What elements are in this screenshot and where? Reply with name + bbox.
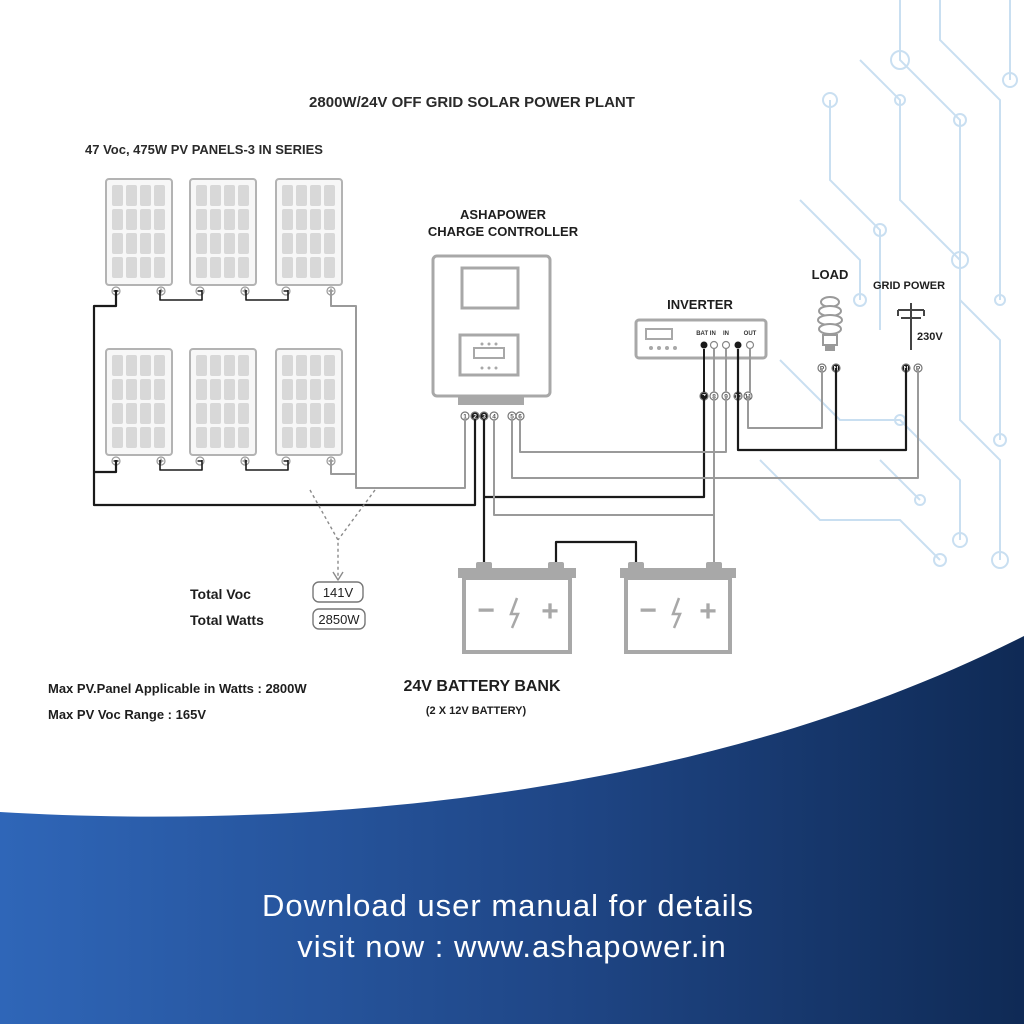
pv-panel-2 xyxy=(189,178,257,296)
charge-controller xyxy=(431,254,552,405)
battery-bank-subtitle: (2 X 12V BATTERY) xyxy=(426,705,527,717)
svg-text:6: 6 xyxy=(518,414,522,421)
svg-text:5: 5 xyxy=(510,414,514,421)
inverter xyxy=(634,318,768,360)
cfl-bulb-icon xyxy=(817,296,843,351)
svg-text:1: 1 xyxy=(463,414,467,421)
inverter-out-label: OUT xyxy=(744,331,757,337)
battery-2-plus-sign: + xyxy=(699,595,717,628)
battery-bank-title: 24V BATTERY BANK xyxy=(403,678,561,695)
controller-label-line2: CHARGE CONTROLLER xyxy=(428,224,579,239)
total-watts-value: 2850W xyxy=(318,612,360,627)
footer-line-2: visit now : www.ashapower.in xyxy=(297,929,726,964)
inverter-in-label: IN xyxy=(723,331,729,337)
battery-2 xyxy=(620,562,736,654)
pv-panel-6 xyxy=(275,348,343,466)
controller-label-line1: ASHAPOWER xyxy=(460,207,547,222)
svg-text:4: 4 xyxy=(492,414,496,421)
svg-text:3: 3 xyxy=(482,414,486,421)
footer-line-1: Download user manual for details xyxy=(262,888,754,923)
total-voc-value: 141V xyxy=(323,585,354,600)
battery-2-minus-sign: − xyxy=(639,594,657,627)
footer-wave-background xyxy=(0,636,1024,1024)
pv-panel-4 xyxy=(105,348,173,466)
pv-panel-1 xyxy=(105,178,173,296)
ctrlTerms-terminal-4: 4 xyxy=(489,411,499,421)
note-max-voc: Max PV Voc Range : 165V xyxy=(48,707,206,722)
total-watts-label: Total Watts xyxy=(190,612,264,628)
battery-1 xyxy=(458,562,576,654)
inverter-label: INVERTER xyxy=(667,297,733,312)
battery-1-plus-sign: + xyxy=(541,595,559,628)
note-max-watts: Max PV.Panel Applicable in Watts : 2800W xyxy=(48,681,307,696)
pv-panels-label: 47 Voc, 475W PV PANELS-3 IN SERIES xyxy=(85,142,323,157)
total-voc-label: Total Voc xyxy=(190,586,251,602)
svg-text:2: 2 xyxy=(473,414,477,421)
grid-power-label: GRID POWER xyxy=(873,280,945,292)
pv-panel-5 xyxy=(189,348,257,466)
ctrlTerms-terminal-2: 2 xyxy=(470,411,480,421)
inverter-bat-in-label: BAT IN xyxy=(696,331,716,337)
grid-voltage-label: 230V xyxy=(917,331,943,343)
utility-pole-icon xyxy=(897,303,925,350)
circuit-background-decoration xyxy=(759,0,1018,569)
wiring xyxy=(92,290,919,581)
diagram-title: 2800W/24V OFF GRID SOLAR POWER PLANT xyxy=(309,94,635,111)
total-voc-box xyxy=(312,581,364,603)
pv-panel-3 xyxy=(275,178,343,296)
battery-1-minus-sign: − xyxy=(477,594,495,627)
total-watts-box xyxy=(312,608,366,630)
load-label: LOAD xyxy=(812,267,849,282)
inverter-top-terminals xyxy=(700,340,755,350)
pv-panel-array xyxy=(105,178,343,466)
